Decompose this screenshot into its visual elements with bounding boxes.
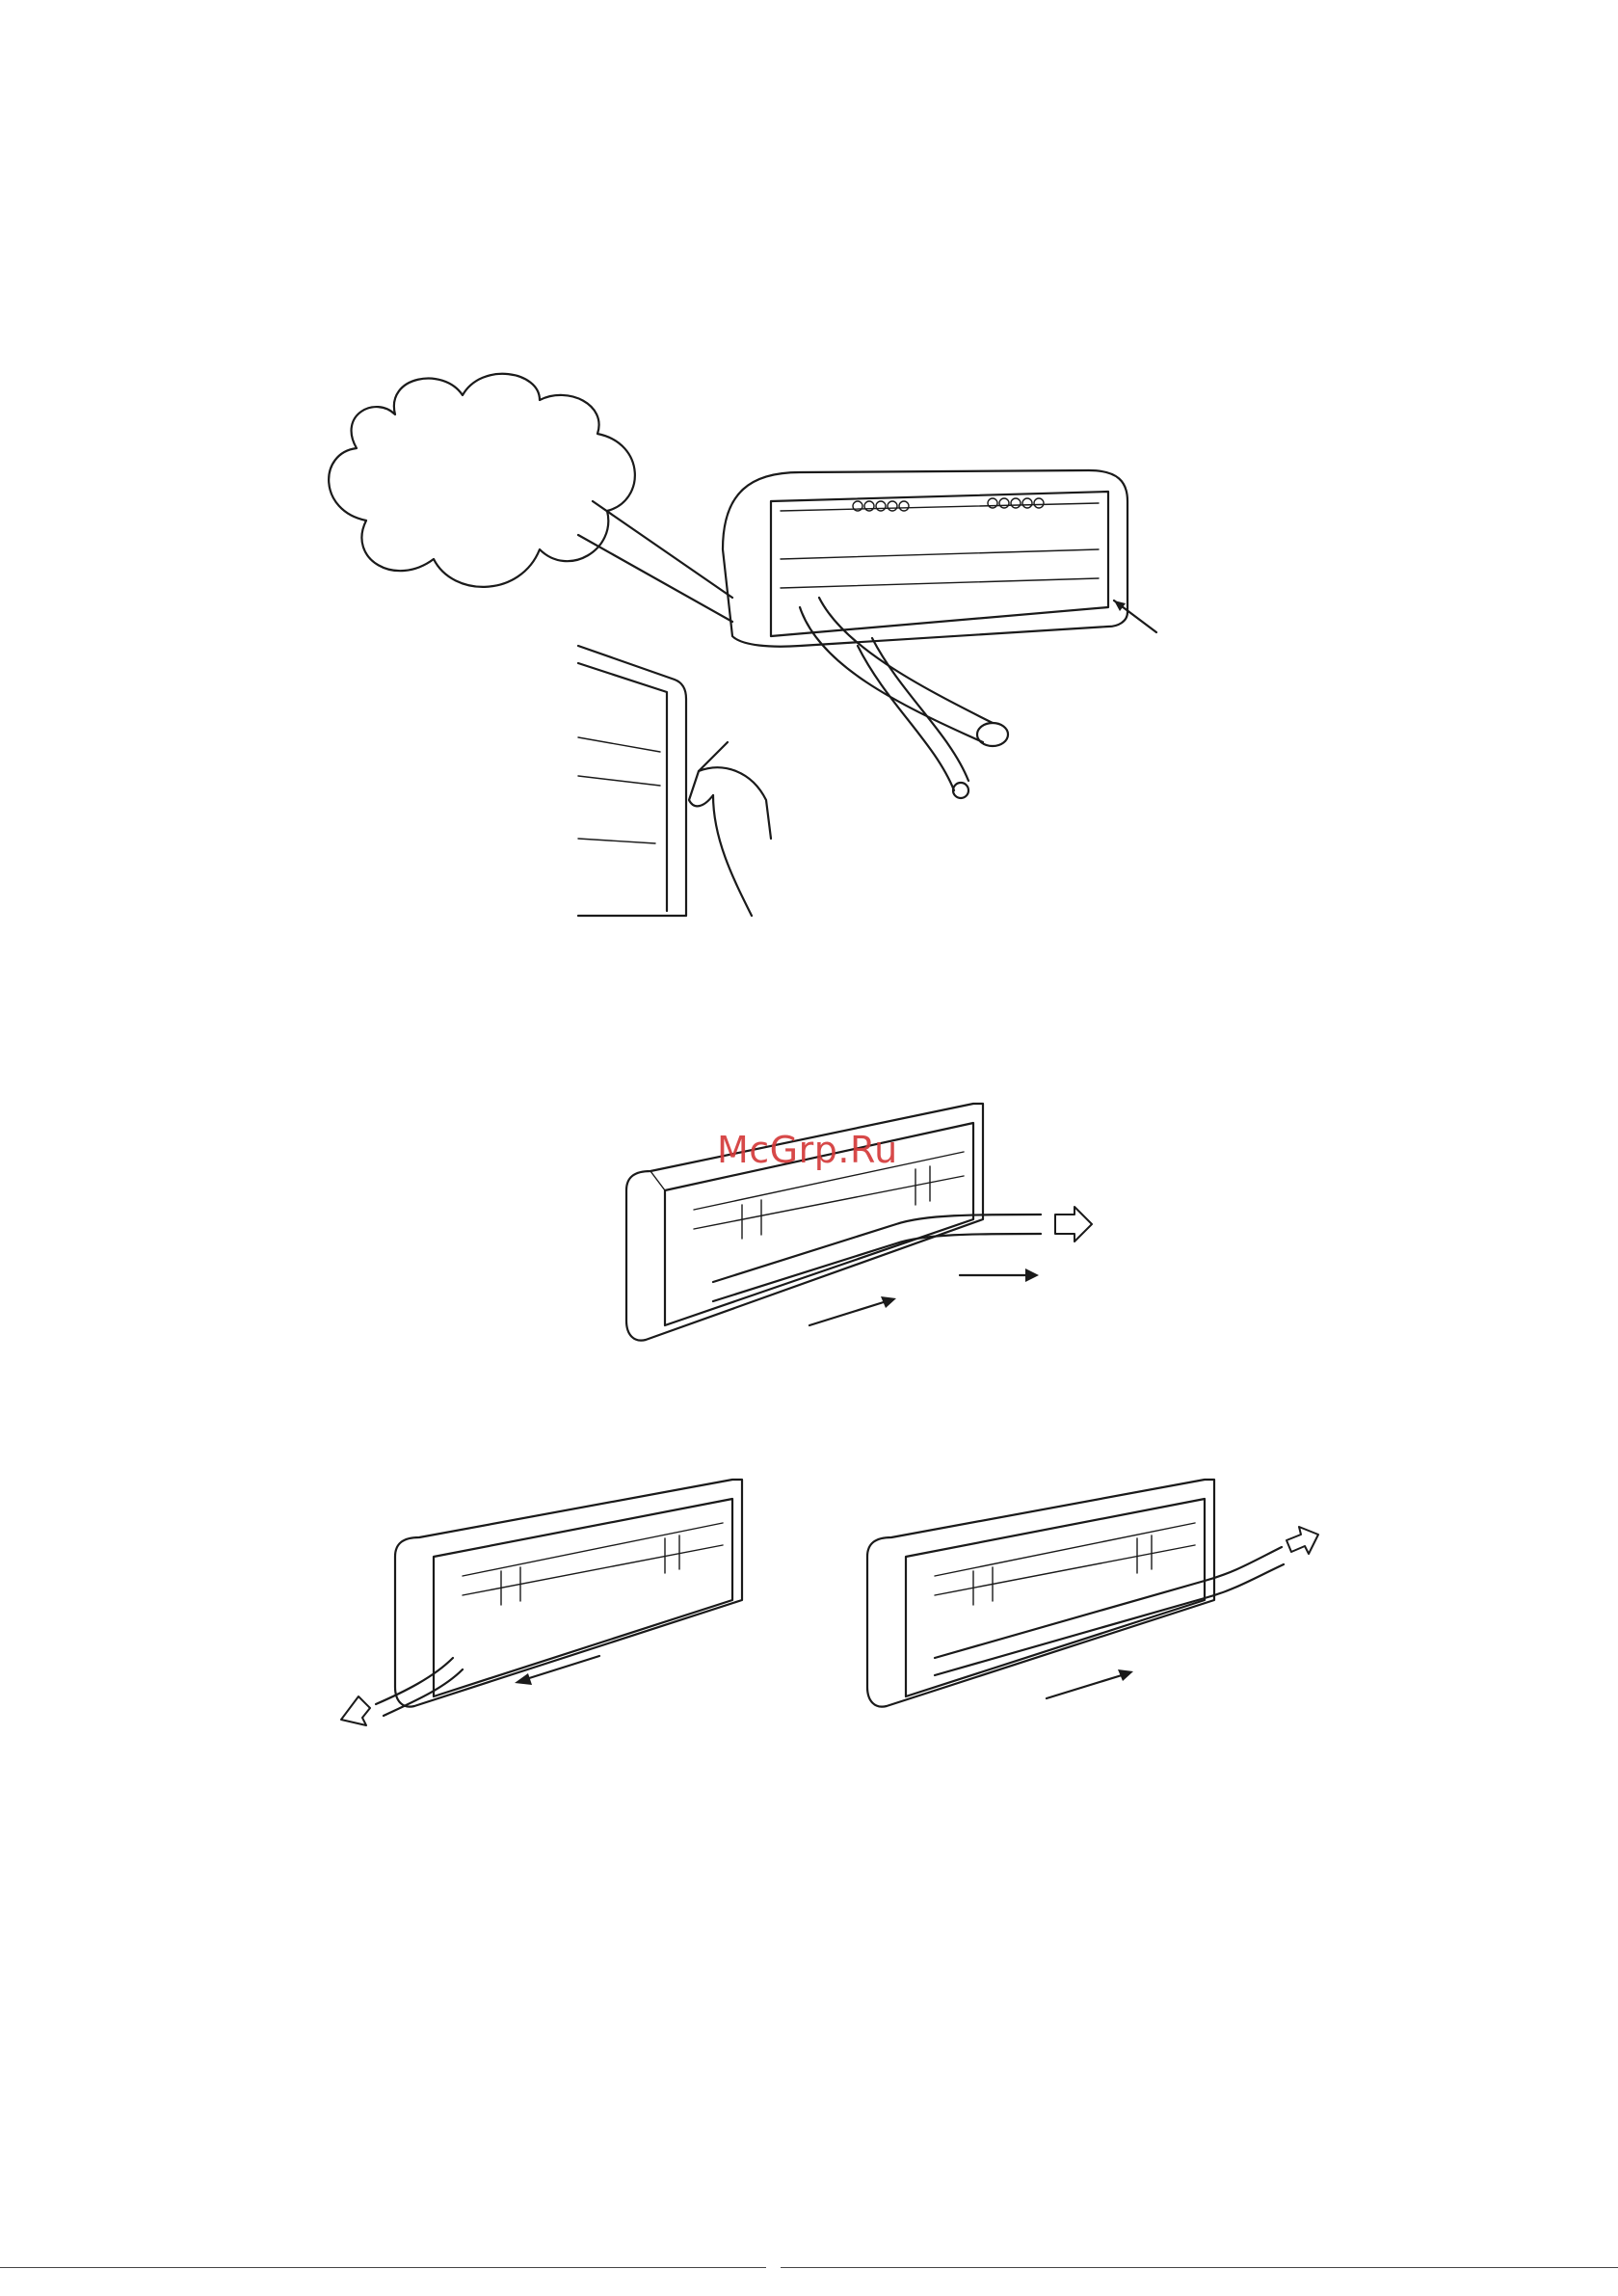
indoor-unit-piping-left-illustration bbox=[337, 1455, 752, 1745]
figure-piping-right-rear bbox=[607, 1084, 1108, 1354]
footer-rule-right bbox=[781, 2267, 1618, 2268]
watermark-text: McGrp.Ru bbox=[717, 1129, 898, 1171]
footer-rule-left bbox=[0, 2267, 766, 2268]
figure-rear-view bbox=[318, 357, 1185, 925]
figure-piping-left bbox=[337, 1455, 752, 1745]
indoor-unit-piping-right-illustration bbox=[607, 1084, 1108, 1354]
indoor-unit-rear-illustration bbox=[318, 357, 1185, 925]
figure-piping-right bbox=[848, 1455, 1330, 1735]
indoor-unit-piping-right-side-illustration bbox=[848, 1455, 1330, 1735]
